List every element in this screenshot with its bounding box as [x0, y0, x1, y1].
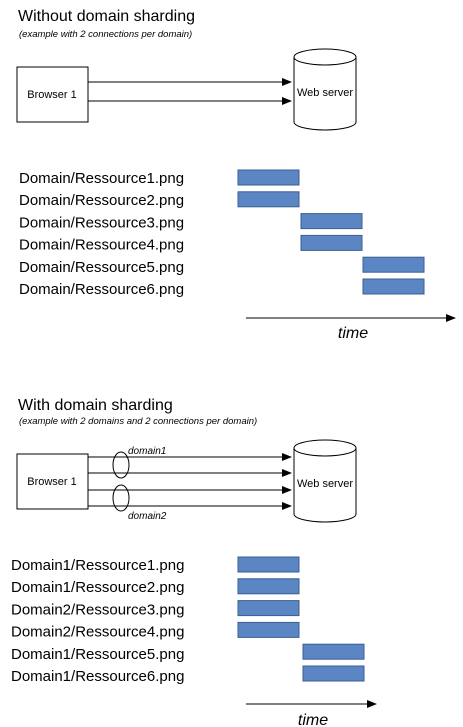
s2-resource-bar — [237, 600, 300, 617]
section2-browser-label: Browser 1 — [27, 476, 77, 488]
s1-resource-bar — [237, 169, 300, 186]
s1-resource-label: Domain/Ressource3.png — [19, 214, 184, 231]
s1-resource-bar — [237, 191, 300, 208]
s1-resource-label: Domain/Ressource1.png — [19, 170, 184, 187]
s1-resource-label: Domain/Ressource2.png — [19, 192, 184, 209]
s2-resource-label: Domain1/Ressource1.png — [11, 557, 184, 574]
s1-resource-bar — [300, 213, 363, 230]
s2-resource-bar — [302, 643, 365, 660]
domain2-connection-group — [112, 484, 130, 512]
section1-time-label: time — [338, 325, 368, 342]
s2-resource-bar — [237, 556, 300, 573]
s2-resource-label: Domain1/Ressource2.png — [11, 579, 184, 596]
section1-browser-box — [16, 66, 89, 123]
section2-title: With domain sharding — [18, 397, 173, 414]
domain1-connection-group — [112, 451, 130, 479]
section1-subtitle: (example with 2 connections per domain) — [19, 29, 192, 40]
s1-resource-label: Domain/Ressource5.png — [19, 259, 184, 276]
section1-browser-label: Browser 1 — [27, 89, 77, 101]
section2-server-label: Web server — [297, 478, 353, 490]
s1-resource-label: Domain/Ressource4.png — [19, 237, 184, 254]
s2-resource-bar — [237, 578, 300, 595]
s1-resource-bar — [300, 234, 363, 251]
s2-resource-bar — [237, 621, 300, 638]
s2-resource-label: Domain2/Ressource3.png — [11, 601, 184, 618]
section1-title: Without domain sharding — [18, 8, 195, 25]
s1-resource-bar — [362, 256, 425, 273]
section2-subtitle: (example with 2 domains and 2 connection… — [19, 416, 257, 427]
s1-resource-label: Domain/Ressource6.png — [19, 281, 184, 298]
s2-resource-bar — [302, 665, 365, 682]
section2-browser-box — [16, 453, 89, 510]
section1-server-label: Web server — [297, 87, 353, 99]
domain2-label: domain2 — [128, 511, 167, 522]
s2-resource-label: Domain1/Ressource5.png — [11, 646, 184, 663]
s1-resource-bar — [362, 278, 425, 295]
section1-server-cylinder — [293, 48, 357, 131]
domain1-label: domain1 — [128, 446, 166, 457]
section2-server-cylinder — [293, 439, 357, 523]
s2-resource-label: Domain2/Ressource4.png — [11, 624, 184, 641]
section2-time-label: time — [298, 712, 328, 727]
s2-resource-label: Domain1/Ressource6.png — [11, 668, 184, 685]
